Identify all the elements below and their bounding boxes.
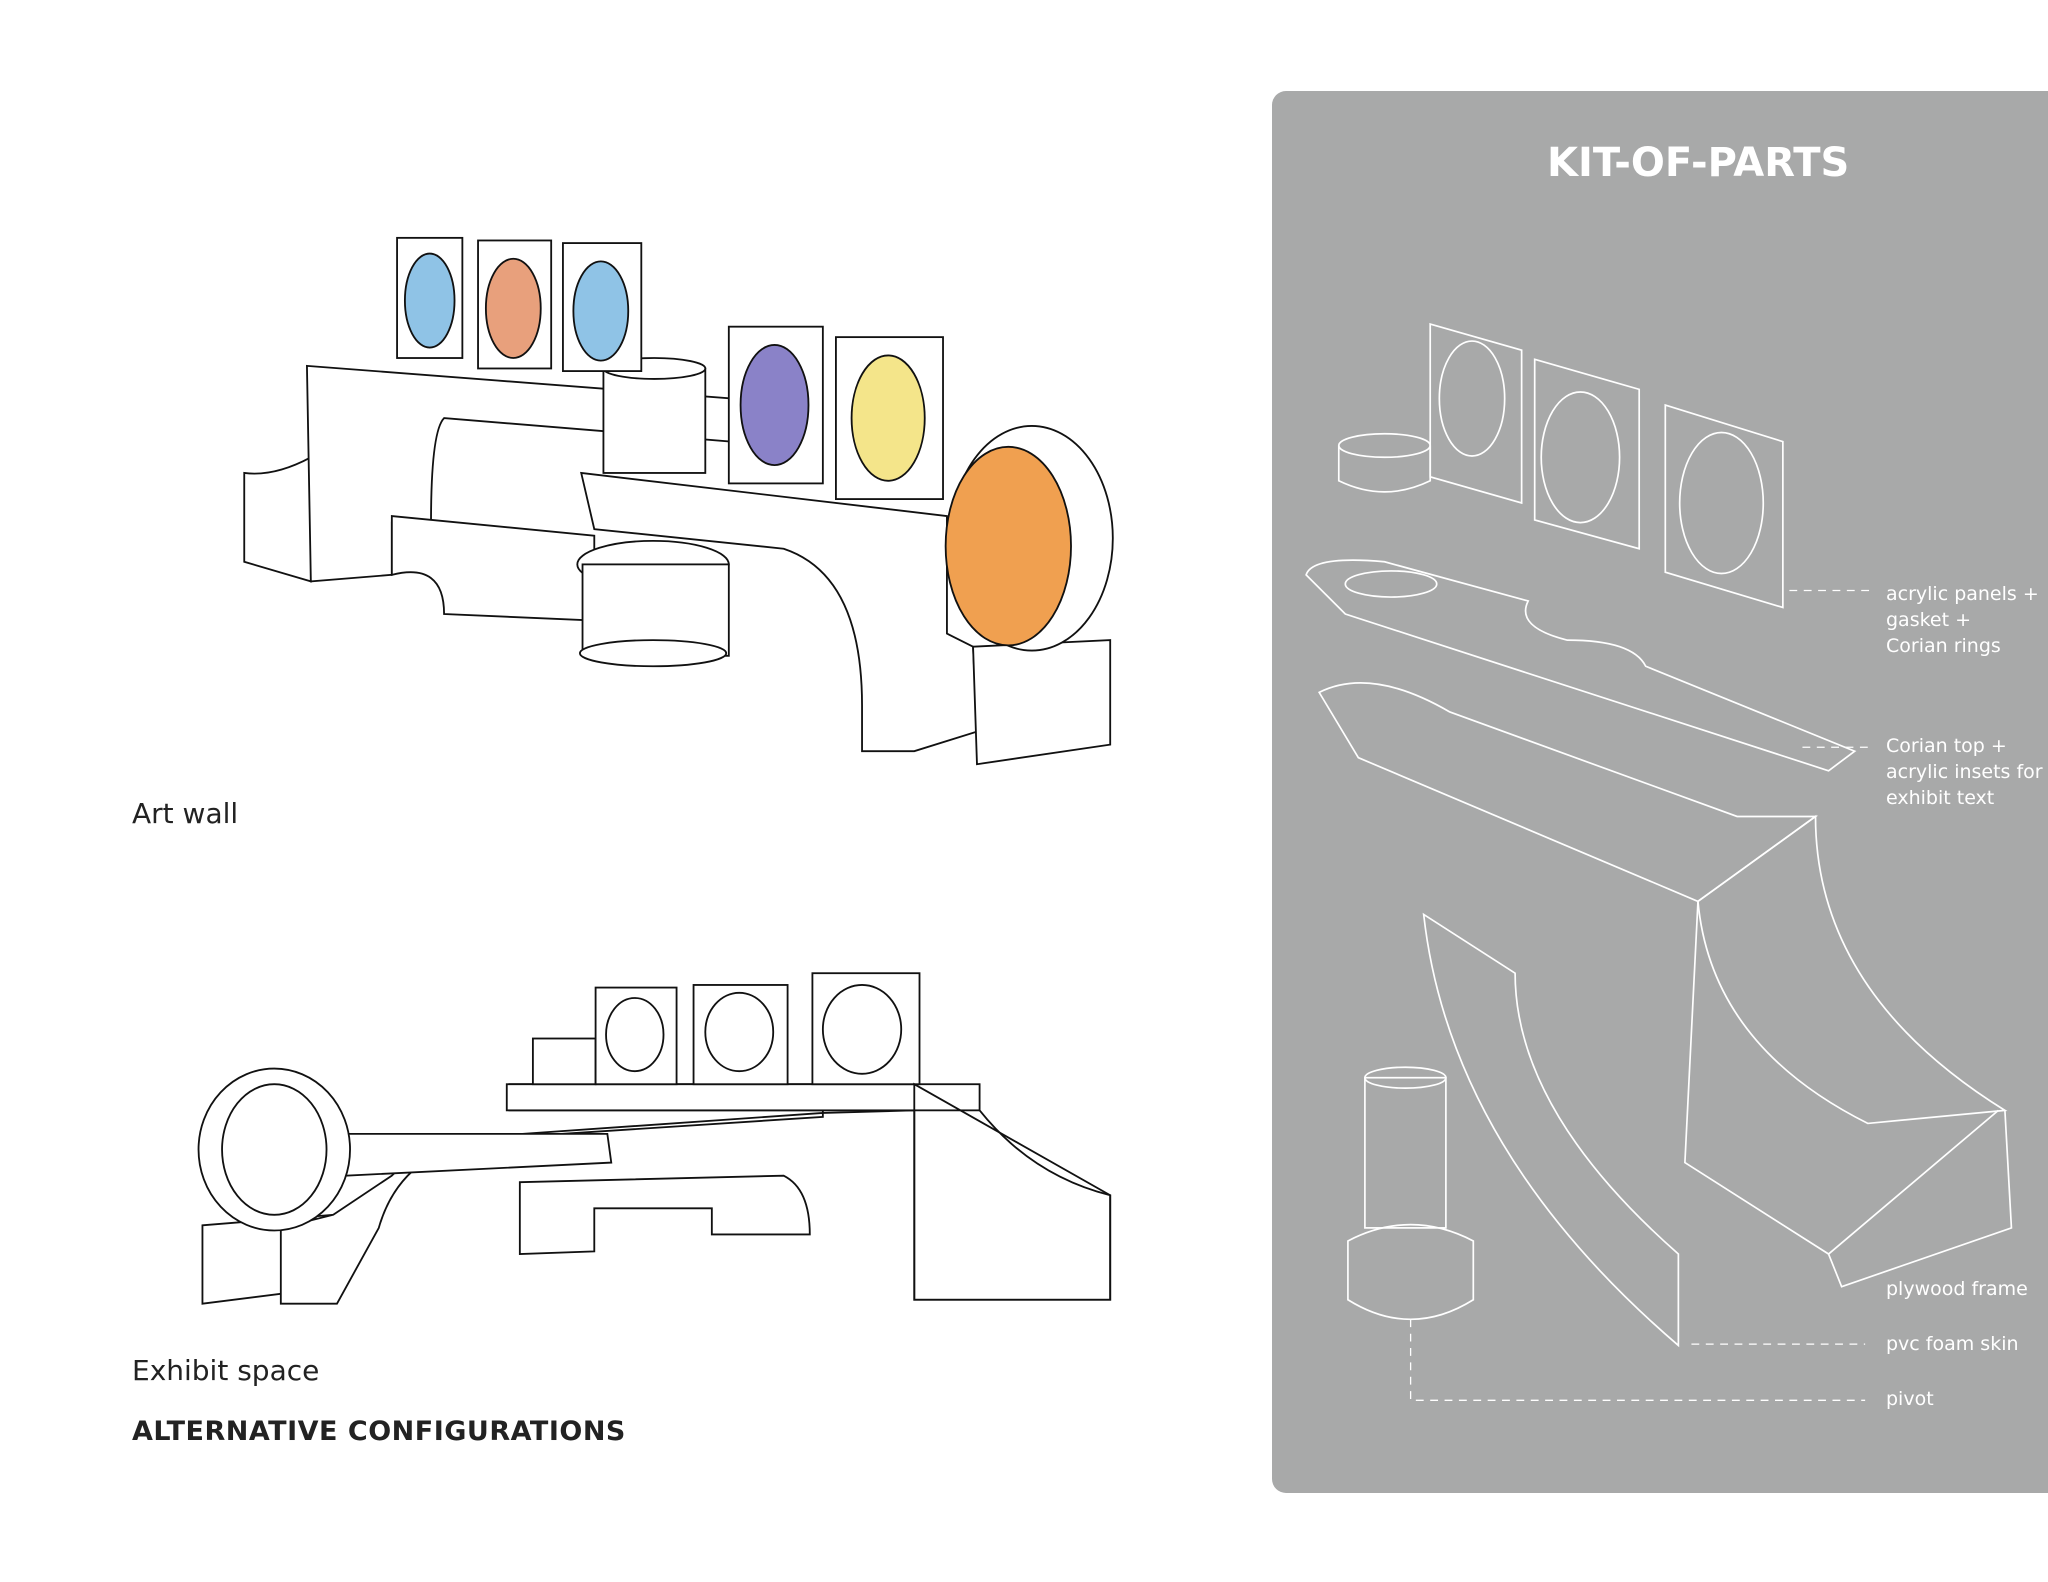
art-wall-caption: Art wall bbox=[132, 797, 239, 830]
exhibit-space-caption: Exhibit space bbox=[132, 1354, 320, 1387]
label-line: Corian rings bbox=[1886, 635, 2001, 657]
kit-of-parts-title: KIT-OF-PARTS bbox=[1547, 140, 1850, 186]
label-line: acrylic panels + bbox=[1886, 583, 2039, 605]
label-corian-top: Corian top + acrylic insets for exhibit … bbox=[1886, 733, 2043, 811]
label-line: gasket + bbox=[1886, 609, 1972, 631]
label-line: Corian top + bbox=[1886, 735, 2007, 757]
label-plywood-frame: plywood frame bbox=[1886, 1278, 2028, 1300]
art-wall-drawing bbox=[243, 236, 1114, 766]
exhibit-space-drawing bbox=[197, 972, 1112, 1305]
label-pvc-foam-skin: pvc foam skin bbox=[1886, 1333, 2019, 1355]
kit-of-parts-exploded-drawing bbox=[1305, 322, 2013, 1401]
label-line: exhibit text bbox=[1886, 787, 1995, 809]
label-acrylic-panels: acrylic panels + gasket + Corian rings bbox=[1886, 581, 2039, 659]
label-line: acrylic insets for bbox=[1886, 761, 2043, 783]
label-pivot: pivot bbox=[1886, 1388, 1934, 1410]
section-title: ALTERNATIVE CONFIGURATIONS bbox=[132, 1416, 626, 1447]
